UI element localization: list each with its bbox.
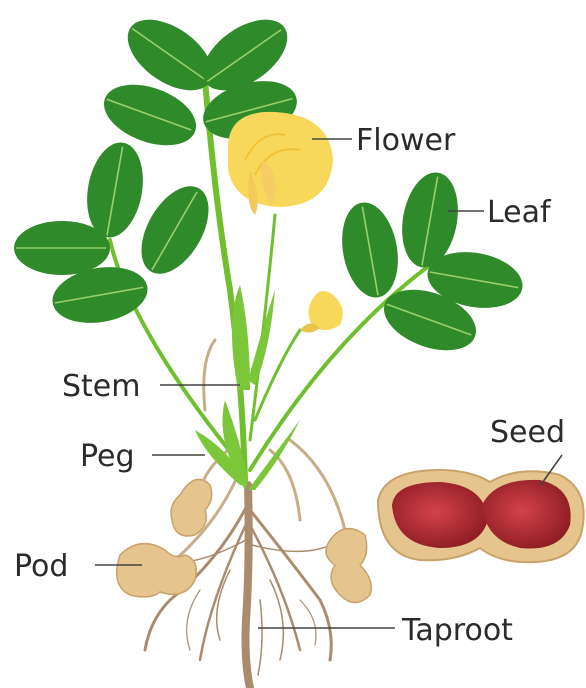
flower-large [228, 112, 333, 215]
leaf-cluster-left [14, 138, 222, 330]
flower-small [300, 291, 343, 333]
opened-pod [378, 470, 584, 562]
label-seed: Seed [490, 415, 565, 450]
label-flower: Flower [356, 123, 456, 158]
label-peg: Peg [80, 439, 135, 474]
label-stem: Stem [62, 369, 141, 404]
label-leaf: Leaf [487, 195, 552, 230]
label-taproot: Taproot [401, 613, 513, 648]
base-bracts [195, 285, 300, 490]
label-pod: Pod [14, 549, 68, 584]
